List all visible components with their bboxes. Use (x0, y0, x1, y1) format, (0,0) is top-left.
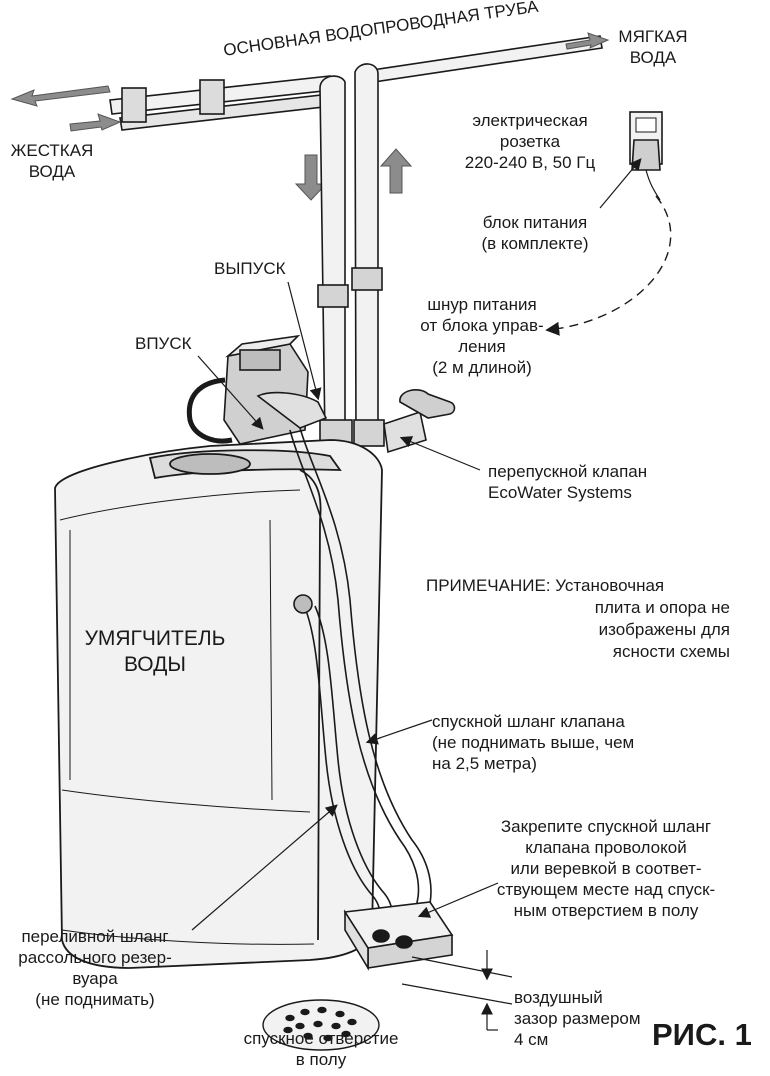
secure-hose-label: Закрепите спускной шланг клапана проволо… (468, 816, 744, 921)
overflow-hose-line-4: (не поднимать) (35, 990, 155, 1009)
outlet-label: ВЫПУСК (214, 259, 286, 278)
up-arrow (379, 148, 413, 194)
overflow-hose-line-1: переливной шланг (21, 927, 169, 946)
main-water-pipe (109, 35, 603, 131)
air-gap-line-3: 4 см (514, 1030, 549, 1049)
drain-hose-line-2: (не поднимать выше, чем (432, 733, 635, 752)
hard-water-line-1: ЖЕСТКАЯ (10, 141, 94, 160)
bypass-valve-line-2: EcoWater Systems (488, 483, 632, 502)
power-cord-line-2: от блока управ- (420, 316, 544, 335)
overflow-hose-label: переливной шланг рассольного резер- вуар… (2, 926, 188, 1010)
floor-block (343, 901, 454, 971)
inlet-label: ВПУСК (135, 334, 192, 353)
note-label: ПРИМЕЧАНИЕ: Установочная (426, 575, 664, 597)
electrical-outlet-line-1: электрическая (472, 111, 588, 130)
bypass-valve-line-1: перепускной клапан (488, 462, 648, 481)
power-unit-label: блок питания (в комплекте) (450, 212, 620, 254)
drain-hose-line-3: на 2,5 метра) (432, 754, 537, 773)
air-gap-line-2: зазор размером (514, 1009, 641, 1028)
soft-water-line-1: МЯГКАЯ (618, 27, 688, 46)
power-cord-label: шнур питания от блока управ- ления (2 м … (392, 294, 572, 378)
floor-drain-line-1: спускное отверстие (243, 1029, 399, 1048)
leader-lines (191, 158, 642, 1031)
secure-hose-line-4: ствующем месте над спуск- (496, 880, 716, 899)
power-cord-line-4: (2 м длиной) (432, 358, 532, 377)
secure-hose-line-2: клапана проволокой (525, 838, 687, 857)
electrical-outlet (629, 111, 663, 201)
bypass-valve (383, 389, 456, 454)
bypass-valve-label: перепускной клапан EcoWater Systems (488, 461, 647, 503)
down-arrow (294, 154, 328, 201)
secure-hose-line-5: ным отверстием в полу (513, 901, 699, 920)
soft-water-line-2: ВОДА (629, 48, 677, 67)
floor-drain-grate (262, 999, 380, 1051)
vertical-pipes (317, 63, 385, 447)
power-cord-line-3: ления (458, 337, 506, 356)
note-line-1: Установочная (555, 576, 665, 595)
power-cord-line (545, 195, 672, 336)
floor-drain-line-2: в полу (295, 1050, 347, 1069)
drain-hose-label: спускной шланг клапана (не поднимать выш… (432, 711, 634, 774)
power-cord-line-1: шнур питания (427, 295, 537, 314)
secure-hose-line-1: Закрепите спускной шланг (500, 817, 712, 836)
overflow-hose-line-3: вуара (72, 969, 118, 988)
softener-label: УМЯГЧИТЕЛЬ ВОДЫ (60, 626, 250, 678)
overflow-hose-line-2: рассольного резер- (18, 948, 172, 967)
electrical-outlet-label: электрическая розетка 220-240 В, 50 Гц (440, 110, 620, 173)
control-valve (186, 334, 328, 445)
power-unit-line-2: (в комплекте) (481, 234, 589, 253)
hard-water-line-2: ВОДА (28, 162, 76, 181)
soft-water-label: МЯГКАЯ ВОДА (603, 26, 703, 68)
drain-hose-line-1: спускной шланг клапана (432, 712, 625, 731)
note-continuation: плита и опора не изображены для ясности … (520, 597, 730, 663)
electrical-outlet-line-2: розетка (499, 132, 561, 151)
secure-hose-line-3: или веревкой в соответ- (510, 859, 702, 878)
electrical-outlet-line-3: 220-240 В, 50 Гц (464, 153, 596, 172)
note-head: ПРИМЕЧАНИЕ: (426, 576, 551, 595)
note-line-2: плита и опора не (594, 598, 730, 617)
floor-drain-label: спускное отверстие в полу (226, 1028, 416, 1070)
air-gap-line-1: воздушный (514, 988, 603, 1007)
flow-arrows (10, 32, 610, 201)
note-line-4: ясности схемы (612, 642, 730, 661)
power-unit-line-1: блок питания (482, 213, 588, 232)
figure-number: РИС. 1 (652, 1017, 752, 1052)
air-gap-label: воздушный зазор размером 4 см (514, 987, 641, 1050)
note-line-3: изображены для (598, 620, 730, 639)
hard-water-label: ЖЕСТКАЯ ВОДА (2, 140, 102, 182)
softener-line-1: УМЯГЧИТЕЛЬ (84, 627, 226, 650)
softener-line-2: ВОДЫ (124, 653, 186, 676)
